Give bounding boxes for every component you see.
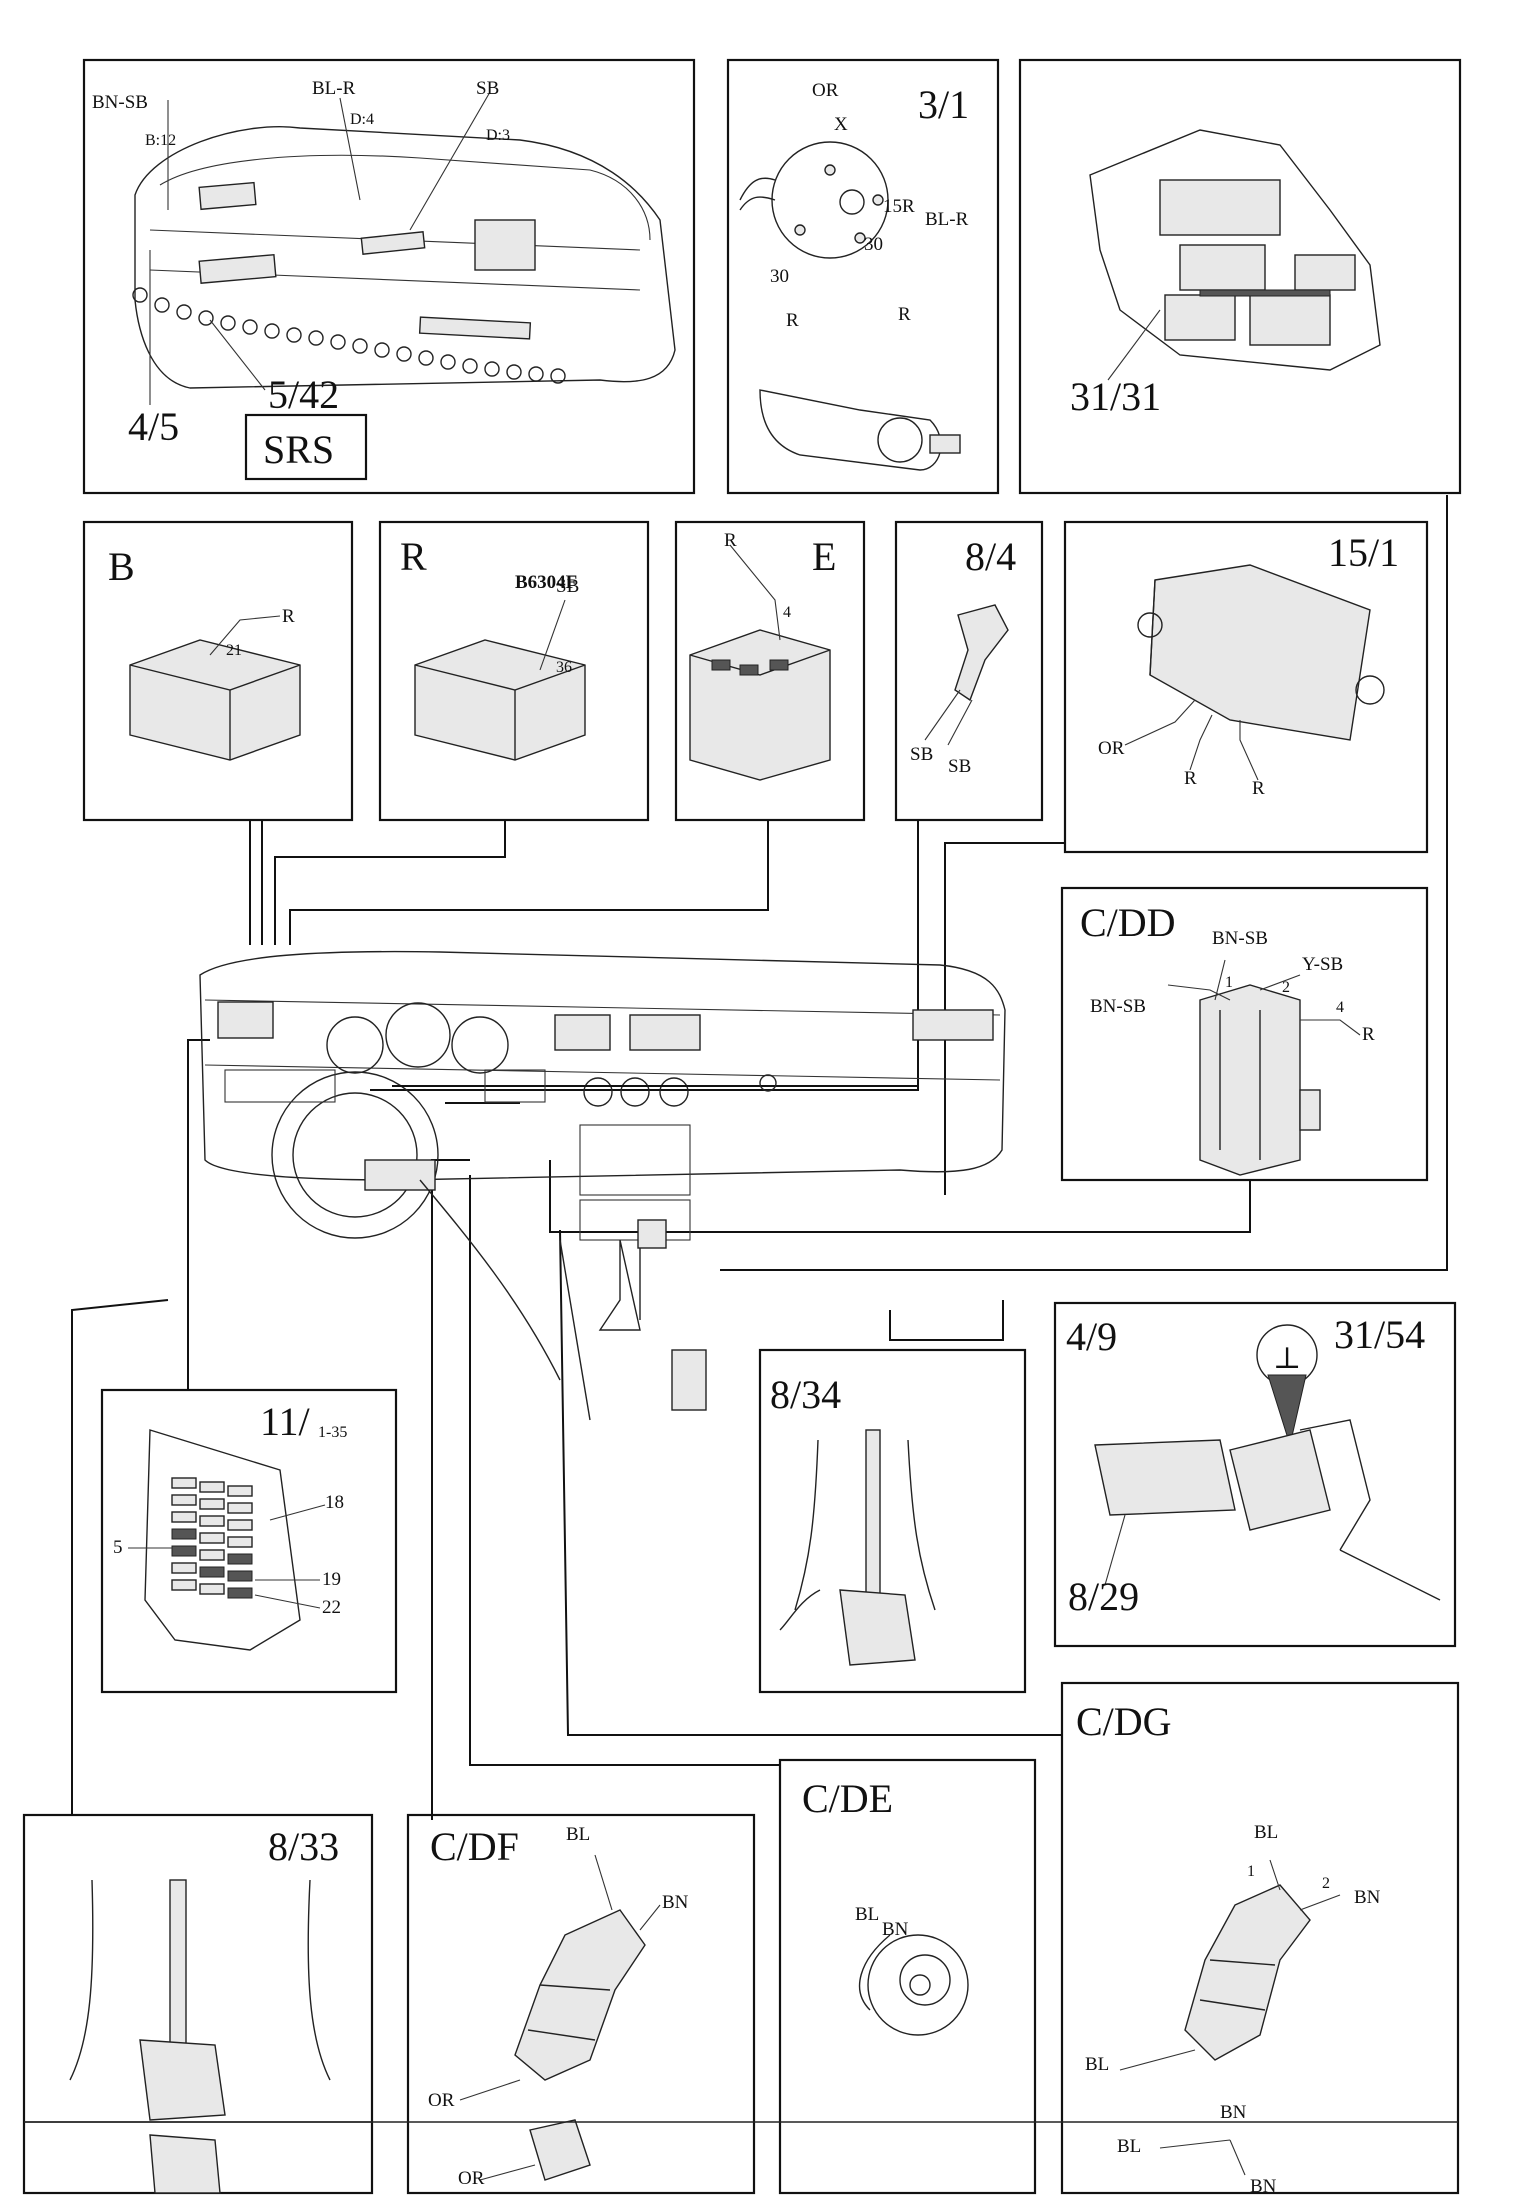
panel-b-title: B (108, 544, 135, 589)
panel-c-dg-wire-bn-3: BN (1250, 2176, 1277, 2197)
cluster-ref-4-5: 4/5 (128, 404, 179, 449)
panel-c-dd: C/DD BN-SB Y-SB BN-SB 1 2 4 R (1060, 886, 1429, 1182)
panel-3-1-wire-r2: R (898, 304, 911, 325)
panel-c-dg-wire-bn-2: BN (1220, 2102, 1247, 2123)
panel-3-1-pin-30a: 30 (864, 234, 883, 255)
panel-b-pin-21: 21 (226, 642, 242, 659)
panel-15-1-wire-r2: R (1252, 778, 1265, 799)
panel-e-pin-4: 4 (783, 604, 791, 621)
panel-11-title: 11/ (260, 1399, 311, 1444)
panel-3-1-pin-30b: 30 (770, 266, 789, 287)
fusebox-cells (1159, 179, 1356, 346)
panel-11-fuse-18: 18 (325, 1492, 344, 1513)
panel-r-title: R (400, 534, 427, 579)
panel-11-subtitle: 1-35 (318, 1424, 347, 1441)
panel-b: B R 21 (82, 520, 354, 822)
panel-c-de: C/DE BL BN (778, 1758, 1037, 2195)
panel-r-wire-sb: SB (556, 576, 579, 597)
panel-c-dd-wire-y-sb: Y-SB (1302, 954, 1343, 975)
panel-c-dg-wire-bl: BL (1254, 1822, 1278, 1843)
dashboard-overview (199, 950, 1006, 1421)
panel-8-33-title: 8/33 (268, 1824, 339, 1869)
panel-3-1-wire-r1: R (786, 310, 799, 331)
panel-8-4-wire-sb2: SB (948, 756, 971, 777)
panel-3-1: 3/1 OR X 15R BL-R 30 30 R R (726, 58, 1000, 495)
panel-15-1-title: 15/1 (1328, 530, 1399, 575)
panel-r-engine-code: B6304F (515, 572, 577, 593)
panel-c-df-wire-bl: BL (566, 1824, 590, 1845)
panel-15-1-wire-r1: R (1184, 768, 1197, 789)
panel-c-df-title: C/DF (430, 1824, 519, 1869)
panel-c-dd-wire-r: R (1362, 1024, 1375, 1045)
panel-c-dg: C/DG BL 1 2 BN BL BN BL BN (1060, 1681, 1460, 2197)
panel-8-34-title: 8/34 (770, 1372, 841, 1417)
panel-8-33: 8/33 (22, 1813, 374, 2195)
panel-15-1-wire-or: OR (1098, 738, 1125, 759)
panel-31-31-title: 31/31 (1070, 374, 1161, 419)
panel-c-dd-pin-1: 1 (1225, 974, 1233, 991)
panel-c-dg-pin-1: 1 (1247, 1863, 1255, 1880)
panel-4-9-title: 4/9 (1066, 1314, 1117, 1359)
panel-c-df-wire-bn: BN (662, 1892, 689, 1913)
cluster-pin-d3: D:3 (486, 127, 510, 144)
panel-3-1-pin-x: X (834, 114, 848, 135)
panel-31-54-title: 31/54 (1334, 1312, 1425, 1357)
panel-c-de-title: C/DE (802, 1776, 893, 1821)
panel-c-dg-wire-bl-2: BL (1085, 2054, 1109, 2075)
panel-c-df-wire-or-2: OR (458, 2168, 485, 2189)
cluster-pin-d4: D:4 (350, 111, 374, 128)
panel-e-title: E (812, 534, 836, 579)
bulb-sockets (132, 287, 566, 384)
panel-8-34: 8/34 (758, 1348, 1027, 1694)
panel-8-4: 8/4 SB SB (894, 520, 1044, 822)
panel-4-9-ref-8-29: 8/29 (1068, 1574, 1139, 1619)
panel-c-dd-wire-bn-sb: BN-SB (1212, 928, 1268, 949)
srs-label: SRS (263, 427, 334, 472)
panel-c-dg-title: C/DG (1076, 1699, 1172, 1744)
panel-15-1: 15/1 OR R R (1063, 520, 1429, 854)
panel-3-1-wire-or: OR (812, 80, 839, 101)
panel-31-31: 31/31 (1018, 58, 1462, 495)
panel-b-wire-r: R (282, 606, 295, 627)
srs-label-box (244, 413, 368, 481)
panel-c-de-wire-bn: BN (882, 1919, 909, 1940)
panel-r: R B6304F SB 36 (378, 520, 650, 822)
panel-11-fuse-22: 22 (322, 1597, 341, 1618)
panel-c-dg-wire-bl-3: BL (1117, 2136, 1141, 2157)
connector-lines (71, 495, 1448, 1820)
panel-c-dd-wire-bn-sb-2: BN-SB (1090, 996, 1146, 1017)
panel-11-fuse-5: 5 (113, 1537, 123, 1558)
panel-3-1-title: 3/1 (918, 82, 969, 127)
panel-e: E R 4 (674, 520, 866, 822)
panel-c-dg-wire-bn: BN (1354, 1887, 1381, 1908)
panel-c-de-wire-bl: BL (855, 1904, 879, 1925)
fuse-grid (171, 1477, 253, 1599)
panel-c-dg-pin-2: 2 (1322, 1875, 1330, 1892)
panel-c-df: C/DF BL BN OR OR (406, 1813, 756, 2195)
panel-e-wire-r: R (724, 530, 737, 551)
panel-8-4-title: 8/4 (965, 534, 1016, 579)
panel-3-1-wire-bl-r: BL-R (925, 209, 969, 230)
panel-instrument-cluster: BN-SB B:12 BL-R D:4 SB D:3 4/5 5/42 SRS (82, 58, 696, 495)
cluster-wire-sb: SB (476, 78, 499, 99)
cluster-wire-bl-r: BL-R (312, 78, 356, 99)
panel-11-fuse-19: 19 (322, 1569, 341, 1590)
panel-8-4-wire-sb1: SB (910, 744, 933, 765)
cluster-pin-b12: B:12 (145, 132, 176, 149)
cluster-ref-5-42: 5/42 (268, 372, 339, 417)
cluster-wire-bn-sb: BN-SB (92, 92, 148, 113)
ground-symbol: ⊥ (1273, 1342, 1301, 1375)
panel-4-9: 4/9 31/54 ⊥ 8/29 (1053, 1301, 1457, 1648)
panel-c-dd-title: C/DD (1080, 900, 1176, 945)
panel-c-dd-pin-4: 4 (1336, 999, 1344, 1016)
panel-c-df-wire-or: OR (428, 2090, 455, 2111)
panel-r-pin-36: 36 (556, 659, 572, 676)
panel-3-1-pin-15r: 15R (883, 196, 915, 217)
panel-11-fusebox: 11/ 1-35 18 5 19 22 (100, 1388, 398, 1694)
panel-c-dd-pin-2: 2 (1282, 979, 1290, 996)
